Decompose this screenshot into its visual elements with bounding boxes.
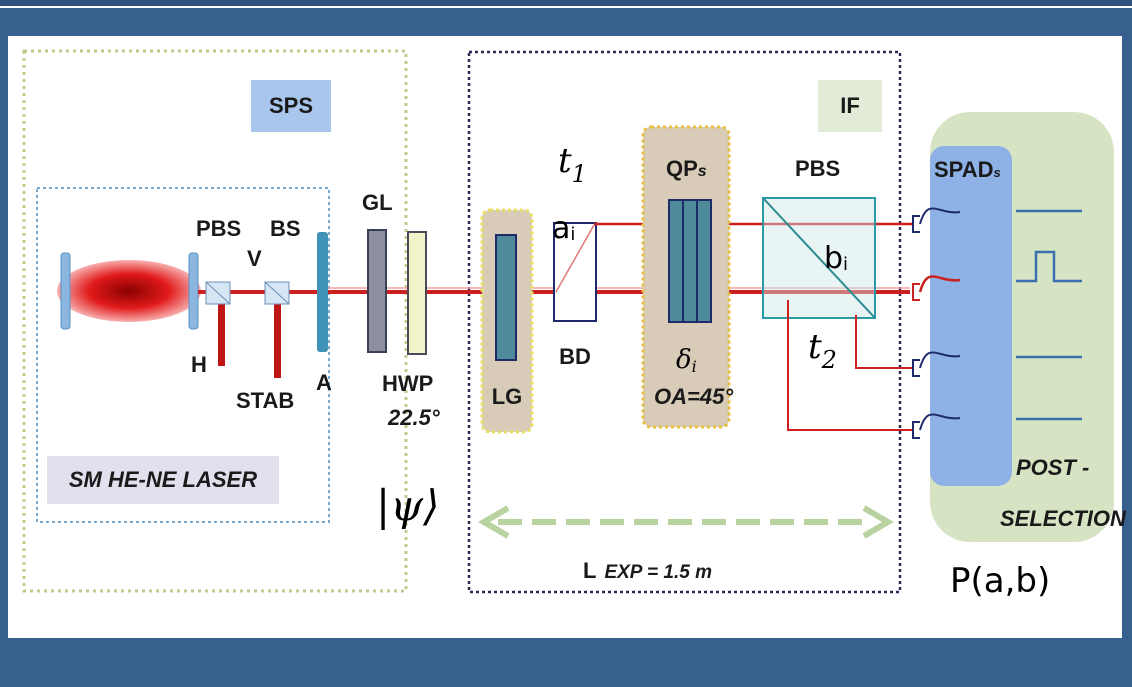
laser-region xyxy=(36,187,330,523)
delta-label: δi xyxy=(676,345,697,376)
bi-label: bi xyxy=(824,241,848,276)
cavity-mirror-left xyxy=(60,252,71,330)
ai-label: ai xyxy=(552,211,575,246)
a-label: A xyxy=(316,370,332,395)
hwp-label: HWP xyxy=(382,371,433,396)
post-label-2: SELECTION xyxy=(1000,506,1127,531)
spads-label: SPADs xyxy=(934,157,1001,182)
v-label: V xyxy=(247,246,262,271)
if-label-box xyxy=(818,80,882,132)
oa-label: OA=45° xyxy=(654,384,733,409)
qps-label: QPs xyxy=(666,156,707,181)
probability-label: P(a,b) xyxy=(950,561,1050,601)
detector-4 xyxy=(912,413,961,439)
post-label-1: POST - xyxy=(1016,455,1089,480)
t2-label: t2 xyxy=(808,327,837,374)
spad-panel xyxy=(930,146,1012,486)
output-path-3 xyxy=(855,315,912,369)
h-label: H xyxy=(191,352,207,377)
detector-1 xyxy=(912,207,961,233)
stab-label: STAB xyxy=(236,388,294,413)
bottom-bar xyxy=(0,638,1132,687)
bd-label: BD xyxy=(559,344,591,369)
beam-stab xyxy=(274,298,281,378)
bs-label: BS xyxy=(270,216,301,241)
quartz-plates xyxy=(668,199,712,323)
pbs-left-label: PBS xyxy=(196,216,241,241)
t1-label: t1 xyxy=(558,141,587,188)
laser-label: SM HE-NE LASER xyxy=(69,467,257,492)
output-path-4 xyxy=(787,300,912,431)
laser-label-box xyxy=(47,456,279,504)
half-wave-plate xyxy=(407,231,427,355)
aperture-a xyxy=(317,232,328,352)
pbs-right-label: PBS xyxy=(795,156,840,181)
gl-label: GL xyxy=(362,190,393,215)
lg-element xyxy=(495,234,517,361)
cavity-mirror-right xyxy=(188,252,199,330)
length-arrow xyxy=(478,505,894,539)
sps-label: SPS xyxy=(269,93,313,118)
if-label: IF xyxy=(840,93,860,118)
hwp-angle: 22.5° xyxy=(387,405,440,430)
glan-laser-polarizer xyxy=(367,229,387,353)
lg-label: LG xyxy=(492,384,523,409)
detector-2 xyxy=(912,275,961,301)
top-border xyxy=(0,0,1132,8)
signal-trace-2 xyxy=(1016,250,1082,283)
sps-label-box xyxy=(251,80,331,132)
detector-3 xyxy=(912,351,961,377)
psi-state: |ψ⟩ xyxy=(376,481,439,530)
beam-h xyxy=(218,298,225,366)
sps-region xyxy=(22,49,408,593)
laser-beam-cavity xyxy=(57,260,201,322)
beam-displacer xyxy=(553,222,597,322)
